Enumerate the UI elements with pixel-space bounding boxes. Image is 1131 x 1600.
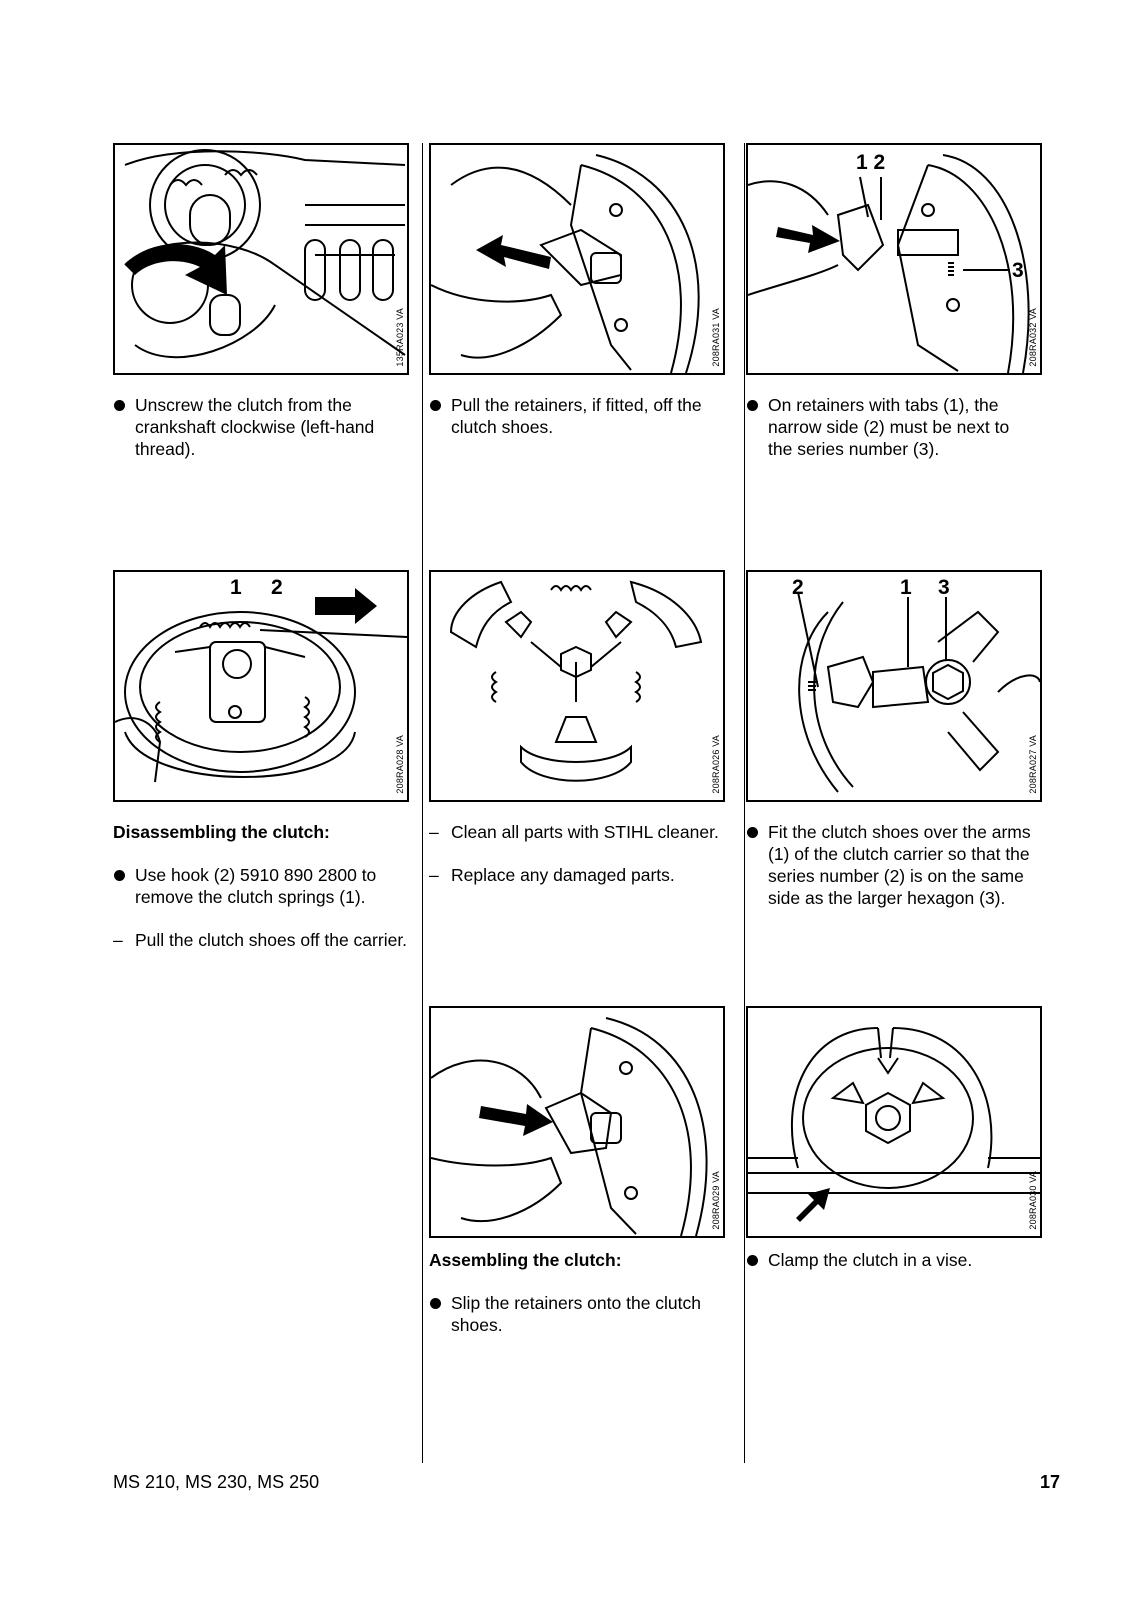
instruction-text: On retainers with tabs (1), the narrow s… (768, 395, 1010, 459)
text-pull-retainers: Pull the retainers, if fitted, off the c… (429, 394, 729, 438)
bullet-item: Use hook (2) 5910 890 2800 to remove the… (113, 864, 408, 908)
figure-code: 208RA027 VA (1028, 735, 1038, 794)
figure-slip-retainers: 208RA029 VA (429, 1006, 725, 1238)
callout-1-2: 1 2 (856, 151, 886, 174)
text-unscrew-clutch: Unscrew the clutch from the crankshaft c… (113, 394, 403, 460)
callout-2: 2 (271, 576, 283, 599)
bullet-icon (114, 870, 125, 881)
dash-item: –Clean all parts with STIHL cleaner. (429, 821, 729, 843)
callout-3: 3 (938, 576, 950, 599)
figure-code: 208RA031 VA (711, 308, 721, 367)
text-assembling: Assembling the clutch: Slip the retainer… (429, 1249, 729, 1336)
figure-retainer-orientation: 1 2 3 208RA032 VA (746, 143, 1042, 375)
instruction-text: Clamp the clutch in a vise. (768, 1250, 973, 1270)
figure-code: 135RA023 VA (395, 308, 405, 367)
remove-springs-illustration (115, 588, 407, 783)
figure-unscrew-clutch: 135RA023 VA (113, 143, 409, 375)
column-divider-2 (744, 143, 745, 1463)
pull-retainers-illustration (431, 154, 700, 373)
instruction-text: Use hook (2) 5910 890 2800 to remove the… (135, 865, 377, 907)
figure-clamp-vise: 208RA030 VA (746, 1006, 1042, 1238)
clamp-vise-illustration (748, 1027, 1040, 1222)
section-heading: Assembling the clutch: (429, 1250, 622, 1270)
dash-marker: – (429, 865, 439, 885)
dash-item: –Pull the clutch shoes off the carrier. (113, 929, 408, 951)
instruction-text: Pull the retainers, if fitted, off the c… (451, 395, 702, 437)
callout-3: 3 (1012, 259, 1024, 282)
figure-pull-retainers: 208RA031 VA (429, 143, 725, 375)
dash-marker: – (429, 822, 439, 842)
dash-item: –Replace any damaged parts. (429, 864, 729, 886)
fit-shoes-illustration (797, 591, 1040, 793)
text-clean-parts: –Clean all parts with STIHL cleaner. –Re… (429, 821, 729, 886)
slip-retainers-illustration (431, 1017, 708, 1236)
bullet-icon (430, 1298, 441, 1309)
text-fit-shoes: Fit the clutch shoes over the arms (1) o… (746, 821, 1036, 909)
instruction-text: Fit the clutch shoes over the arms (1) o… (768, 822, 1031, 908)
clutch-parts-illustration (449, 580, 703, 782)
bullet-item: Fit the clutch shoes over the arms (1) o… (746, 821, 1036, 909)
bullet-icon (747, 827, 758, 838)
figure-code: 208RA028 VA (395, 735, 405, 794)
bullet-icon (747, 400, 758, 411)
section-heading: Disassembling the clutch: (113, 822, 330, 842)
unscrew-clutch-illustration (124, 149, 406, 359)
instruction-text: Slip the retainers onto the clutch shoes… (451, 1293, 702, 1335)
page-number: 17 (1040, 1472, 1061, 1492)
bullet-icon (430, 400, 441, 411)
figure-remove-springs: 1 2 208RA028 VA (113, 570, 409, 802)
bullet-icon (747, 1255, 758, 1266)
instruction-text: Clean all parts with STIHL cleaner. (451, 822, 719, 842)
figure-code: 208RA026 VA (711, 735, 721, 794)
callout-1: 1 (900, 576, 912, 599)
column-divider-1 (422, 143, 423, 1463)
bullet-item: Unscrew the clutch from the crankshaft c… (113, 394, 403, 460)
bullet-item: Pull the retainers, if fitted, off the c… (429, 394, 729, 438)
figure-code: 208RA030 VA (1028, 1171, 1038, 1230)
figure-code: 208RA032 VA (1028, 308, 1038, 367)
bullet-item: Slip the retainers onto the clutch shoes… (429, 1292, 729, 1336)
bullet-item: Clamp the clutch in a vise. (746, 1249, 1036, 1271)
instruction-text: Pull the clutch shoes off the carrier. (135, 930, 408, 950)
retainer-orientation-illustration (748, 154, 1030, 373)
instruction-text: Unscrew the clutch from the crankshaft c… (135, 395, 375, 459)
bullet-icon (114, 400, 125, 411)
dash-marker: – (113, 930, 123, 950)
figure-clutch-parts: 208RA026 VA (429, 570, 725, 802)
text-disassembling: Disassembling the clutch: Use hook (2) 5… (113, 821, 408, 951)
figure-code: 208RA029 VA (711, 1171, 721, 1230)
text-clamp-vise: Clamp the clutch in a vise. (746, 1249, 1036, 1271)
callout-2: 2 (792, 576, 804, 599)
callout-1: 1 (230, 576, 242, 599)
bullet-item: On retainers with tabs (1), the narrow s… (746, 394, 1036, 460)
instruction-text: Replace any damaged parts. (451, 865, 675, 885)
footer-models: MS 210, MS 230, MS 250 (113, 1472, 320, 1492)
figure-fit-shoes: 2 1 3 208RA027 VA (746, 570, 1042, 802)
text-retainer-orientation: On retainers with tabs (1), the narrow s… (746, 394, 1036, 460)
